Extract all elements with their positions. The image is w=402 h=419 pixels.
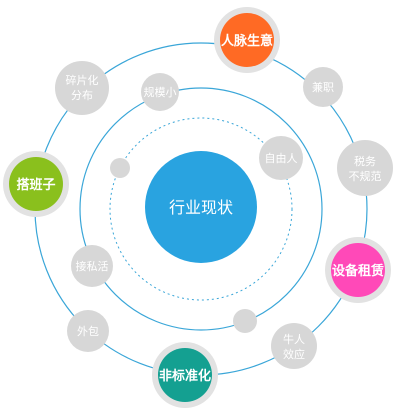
minor-label-line1: 接私活 — [76, 260, 109, 273]
inner-dotted-ring — [109, 117, 293, 301]
node-jiesihuo: 接私活 — [71, 245, 113, 287]
node-waibao: 外包 — [67, 310, 109, 352]
minor-label-line1: 兼职 — [312, 81, 334, 94]
node-label: 非标准化 — [159, 368, 211, 383]
minor-label-line1: 规模小 — [144, 85, 177, 99]
node-circle — [220, 13, 274, 67]
node-shuiwu: 税务 不规范 — [337, 140, 393, 196]
minor-label-line1: 外包 — [77, 325, 99, 338]
minor-label-line2: 不规范 — [349, 169, 382, 183]
node-dot-a — [110, 158, 130, 178]
node-dot-b — [233, 309, 257, 333]
node-suipianhua: 碎片化 分布 — [55, 61, 109, 115]
center-label: 行业现状 — [169, 199, 233, 217]
minor-label-line1: 碎片化 — [66, 73, 99, 87]
center-circle — [145, 151, 257, 263]
minor-circle — [55, 61, 109, 115]
minor-circle — [141, 73, 179, 111]
node-jianzhi: 兼职 — [303, 67, 343, 107]
node-circle — [158, 348, 212, 402]
minor-label-line2: 效应 — [283, 347, 305, 361]
minor-label-line1: 牛人 — [283, 332, 305, 346]
minor-label-line1: 自由人 — [265, 151, 298, 165]
minor-circle — [303, 67, 343, 107]
middle-ring — [79, 87, 323, 331]
node-shebei: 设备租赁 — [325, 237, 391, 303]
minor-circle — [233, 309, 257, 333]
node-circle — [9, 157, 63, 211]
node-label: 搭班子 — [16, 177, 55, 192]
node-dabanzi: 搭班子 — [3, 151, 69, 217]
node-label: 人脉生意 — [221, 33, 273, 48]
minor-circle — [110, 158, 130, 178]
minor-label-line2: 分布 — [71, 89, 93, 102]
node-feibiao: 非标准化 — [152, 342, 218, 408]
minor-circle — [337, 140, 393, 196]
node-label: 设备租赁 — [332, 263, 384, 278]
minor-circle — [271, 323, 317, 369]
node-niuren: 牛人 效应 — [271, 323, 317, 369]
node-ziyouren: 自由人 — [259, 136, 303, 180]
minor-label-line1: 税务 — [354, 154, 376, 168]
node-circle — [331, 243, 385, 297]
node-renmai: 人脉生意 — [214, 7, 280, 73]
minor-circle — [71, 245, 113, 287]
node-guimoxiao: 规模小 — [141, 73, 179, 111]
minor-circle — [259, 136, 303, 180]
minor-circle — [67, 310, 109, 352]
